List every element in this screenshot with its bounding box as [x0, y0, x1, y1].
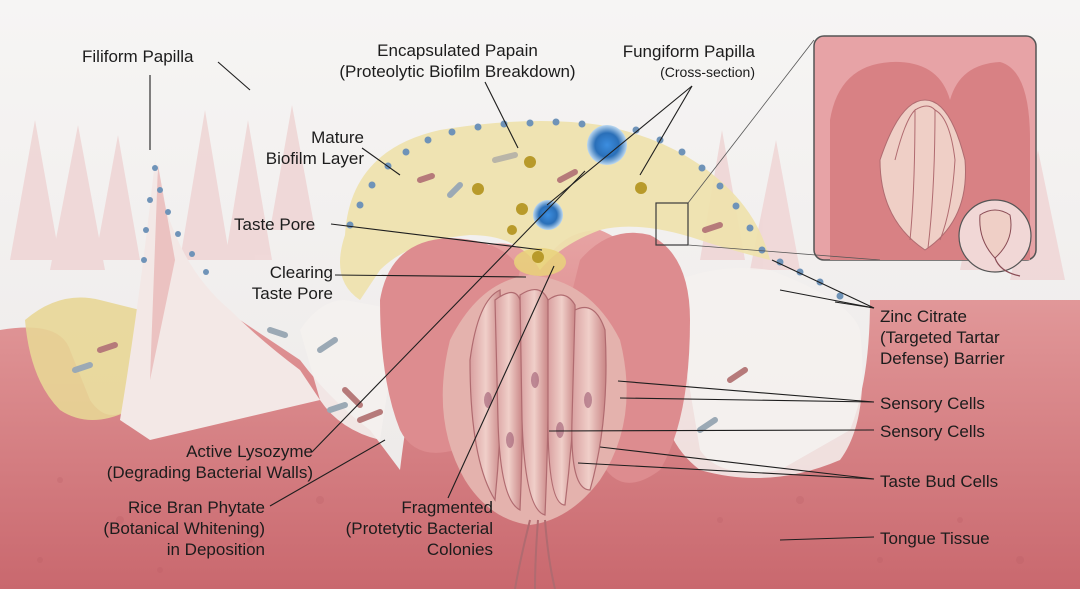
tissue-texture — [37, 447, 1024, 573]
label-sensory-cells-2: Sensory Cells — [880, 422, 985, 441]
label-sensory-cells-1: Sensory Cells — [880, 394, 985, 413]
cross-section-inset — [813, 35, 1037, 277]
papain-capsule-1 — [587, 125, 627, 165]
taste-bud — [442, 275, 627, 589]
label-fragmented-colonies: Fragmented (Protetytic Bacterial Colonie… — [345, 498, 493, 559]
label-taste-bud-cells: Taste Bud Cells — [880, 472, 999, 491]
gold-particles — [472, 156, 647, 263]
label-filiform-papilla: Filiform Papilla — [82, 47, 194, 66]
right-white-film — [640, 268, 863, 478]
label-clearing-taste-pore: Clearing Taste Pore — [251, 263, 333, 303]
label-active-lysozyme: Active Lysozyme (Degrading Bacterial Wal… — [106, 442, 313, 482]
label-taste-pore: Taste Pore — [234, 215, 316, 234]
left-biofilm-pocket — [25, 297, 144, 420]
label-mature-biofilm: Mature Biofilm Layer — [265, 128, 364, 168]
label-fungiform-papilla: Fungiform Papilla (Cross-section) — [622, 42, 755, 80]
label-zinc-citrate: Zinc Citrate (Targeted Tartar Defense) B… — [880, 307, 1005, 368]
papain-capsule-2 — [533, 200, 563, 230]
leader-lines — [149, 61, 875, 541]
inset-focus-box — [655, 202, 689, 246]
label-encapsulated-papain: Encapsulated Papain (Proteolytic Biofilm… — [339, 41, 576, 81]
label-tongue-tissue: Tongue Tissue — [880, 529, 990, 548]
filiform-papilla — [120, 160, 320, 440]
bacteria — [72, 152, 748, 433]
label-rice-bran-phytate: Rice Bran Phytate (Botanical Whitening) … — [103, 498, 265, 559]
